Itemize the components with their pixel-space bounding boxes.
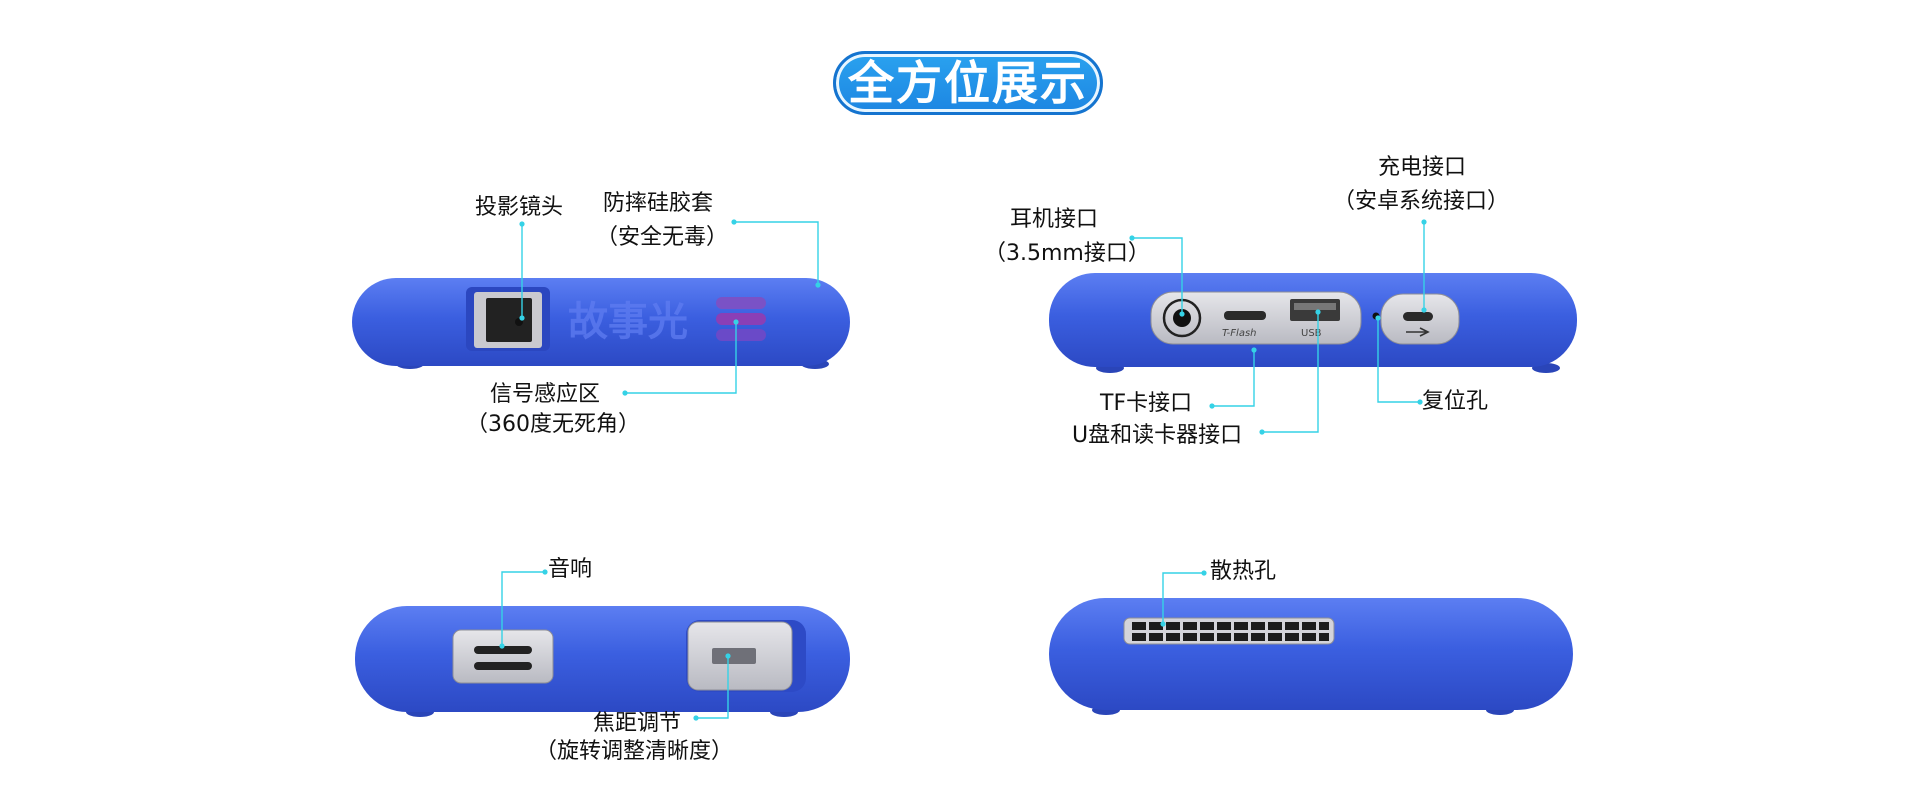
charging-port-note: （安卓系统接口） bbox=[1333, 189, 1510, 214]
callout-dots bbox=[499, 219, 1427, 721]
focus-note: （旋转调整清晰度） bbox=[535, 739, 734, 764]
tf-slot-icon bbox=[1224, 311, 1266, 320]
sensor-label: 信号感应区 bbox=[490, 382, 601, 407]
reset-label: 复位孔 bbox=[1422, 389, 1489, 414]
device-vent-view bbox=[1049, 598, 1573, 715]
tf-flash-label: T-Flash bbox=[1222, 328, 1257, 339]
usb-label: USB bbox=[1301, 328, 1322, 339]
usb-reader-label: U盘和读卡器接口 bbox=[1072, 423, 1243, 448]
headphone-jack-icon bbox=[1173, 309, 1191, 327]
device-side-speaker-view bbox=[355, 606, 850, 717]
vent-holes-icon bbox=[1132, 622, 1329, 641]
page-title: 全方位展示 bbox=[833, 51, 1103, 115]
brand-logo: 故事光 bbox=[568, 299, 688, 345]
silicone-case-label: 防摔硅胶套 bbox=[603, 191, 714, 216]
sensor-window-icon bbox=[716, 297, 766, 341]
usb-symbol-icon bbox=[1406, 327, 1430, 337]
lens-label: 投影镜头 bbox=[475, 195, 564, 220]
callout-lines bbox=[501, 221, 1425, 719]
speaker-icon bbox=[474, 646, 532, 654]
speaker-grille bbox=[452, 629, 554, 684]
focus-wheel-icon bbox=[712, 648, 756, 664]
vents-label: 散热孔 bbox=[1210, 559, 1277, 584]
tf-card-label: TF卡接口 bbox=[1100, 391, 1193, 416]
silicone-case-body-bottom bbox=[1049, 598, 1573, 710]
charging-port-label: 充电接口 bbox=[1378, 155, 1467, 180]
focus-label: 焦距调节 bbox=[593, 711, 682, 736]
silicone-case-note: （安全无毒） bbox=[596, 225, 729, 250]
sensor-note: （360度无死角） bbox=[466, 412, 640, 437]
device-ports-view: T-Flash USB bbox=[1049, 273, 1577, 373]
speaker-label: 音响 bbox=[548, 557, 593, 582]
headphone-note: （3.5mm接口） bbox=[984, 241, 1150, 266]
headphone-label: 耳机接口 bbox=[1010, 207, 1099, 232]
device-front-view: 故事光 bbox=[352, 278, 850, 369]
charging-port-icon bbox=[1403, 312, 1433, 321]
